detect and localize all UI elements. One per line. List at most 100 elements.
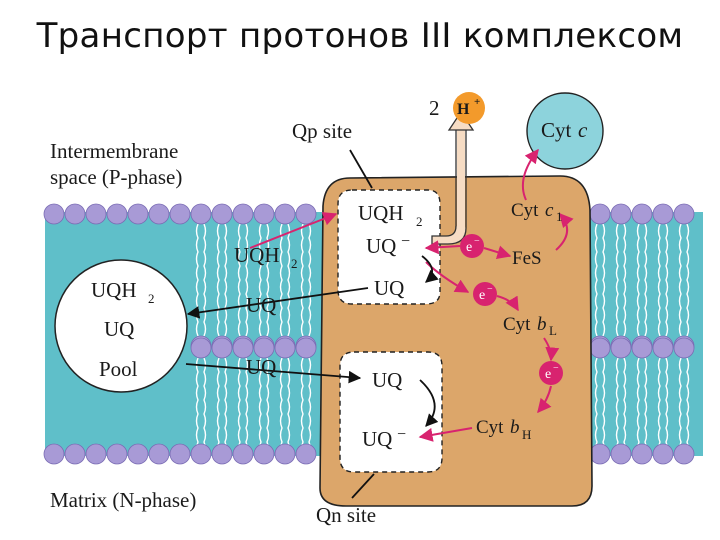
lipid-tail (602, 357, 606, 457)
arrow-e1-to-fes (483, 245, 512, 259)
lipid-tail (245, 223, 249, 337)
lipid-head (274, 337, 296, 359)
qn-uq-radical-charge: − (397, 426, 406, 443)
lipid-tail (203, 223, 207, 337)
lipid-head (253, 443, 275, 465)
proton-circle (453, 92, 485, 124)
lipid-head (589, 203, 611, 225)
uq-pool-circle (54, 259, 188, 393)
proton-channel (455, 128, 467, 228)
lipid-head (652, 203, 674, 225)
cyt-c-sphere (526, 92, 604, 170)
lipid-head (652, 337, 674, 359)
arrow-pool-to-qn (185, 363, 362, 384)
lipid-head (589, 443, 611, 465)
lipid-tail (644, 357, 648, 457)
cyt-bh-label: Cyt (476, 417, 504, 438)
lipid-tail (237, 223, 241, 337)
arrow-e3-to-cytbh (537, 385, 552, 414)
qp-uq-label: UQ (374, 276, 404, 300)
labels: Intermembrane space (P-phase) Matrix (N-… (50, 96, 588, 527)
lipid-head (253, 337, 275, 359)
lipid-tail (657, 357, 661, 457)
lipid-tail (224, 223, 228, 337)
lipid-head (652, 443, 674, 465)
lipid-tail (686, 223, 690, 337)
lipid-head (106, 203, 128, 225)
lipid-heads (43, 203, 695, 465)
lipid-head (64, 443, 86, 465)
qp-uqh2-sub: 2 (416, 214, 423, 229)
cyt-bh-letter: b (510, 417, 520, 438)
qp-uq-radical-label: UQ (366, 234, 396, 258)
cyt-bl-label: Cyt (503, 314, 531, 335)
qn-site-pointer (351, 473, 375, 499)
electron-2-label: e (479, 288, 485, 303)
qp-site-pocket (337, 189, 441, 305)
lipid-head (631, 203, 653, 225)
lipid-tail (195, 357, 199, 457)
lipid-head (295, 337, 317, 359)
cyt-bl-sub: L (549, 323, 557, 338)
cyt-c-label: Cyt (541, 118, 572, 142)
lipid-tail (266, 223, 270, 337)
lipid-tail (615, 357, 619, 457)
lipid-head (610, 337, 632, 359)
lipid-head (85, 203, 107, 225)
lipid-head (610, 443, 632, 465)
lipid-head (127, 443, 149, 465)
qp-uqh2-label: UQH (358, 201, 404, 225)
lipid-head (211, 443, 233, 465)
lipid-head (631, 337, 653, 359)
matrix-label: Matrix (N-phase) (50, 488, 196, 512)
lipid-head (274, 203, 296, 225)
electron-1-label: e (466, 240, 472, 255)
proton-charge: + (474, 96, 480, 108)
arrow-uqh2-to-qp (249, 212, 338, 249)
lipid-tail (678, 357, 682, 457)
lipid-head (610, 203, 632, 225)
lipid-tail (287, 357, 291, 457)
lipid-head (148, 203, 170, 225)
lipid-head (673, 337, 695, 359)
arrow-uq-to-e2 (425, 261, 470, 293)
lipid-head (211, 203, 233, 225)
proton-count: 2 (429, 96, 440, 120)
lipid-tail (623, 357, 627, 457)
electron-3 (539, 361, 563, 385)
electron-2 (473, 282, 497, 306)
lipid-tail (203, 357, 207, 457)
membrane-uq-top-label: UQ (246, 293, 276, 317)
lipid-tail (594, 223, 598, 337)
lipid-tail (224, 357, 228, 457)
membrane-uqh2-sub: 2 (291, 256, 298, 271)
lipid-tail (279, 357, 283, 457)
lipid-tail (665, 223, 669, 337)
pool-uqh2-sub: 2 (148, 291, 155, 306)
arrow-e2-to-cytbl (496, 295, 519, 312)
electron-flow-arrows (249, 148, 574, 442)
arrow-e1-to-uq-radical (424, 240, 461, 255)
qn-uq-label: UQ (372, 368, 402, 392)
lipid-head (589, 337, 611, 359)
proton-channel-fill (457, 128, 465, 228)
lipid-head (673, 443, 695, 465)
lipid-head (274, 443, 296, 465)
lipid-tail (300, 223, 304, 337)
qp-site-label: Qp site (292, 119, 352, 143)
pool-uq-label: UQ (104, 317, 134, 341)
proton-label: H (457, 101, 470, 118)
qn-site-pocket (339, 351, 443, 473)
lipid-tail (665, 357, 669, 457)
slide-title: Транспорт протонов III комплексом (36, 16, 684, 56)
membrane-uq-bottom-label: UQ (246, 355, 276, 379)
transfer-arrows (185, 149, 439, 499)
fes-label: FeS (512, 248, 542, 269)
lipid-head (295, 203, 317, 225)
qn-site-label: Qn site (316, 503, 376, 527)
lipid-head (631, 443, 653, 465)
lipid-head (232, 443, 254, 465)
cyt-c1-letter: c (545, 200, 554, 221)
lipid-head (169, 203, 191, 225)
